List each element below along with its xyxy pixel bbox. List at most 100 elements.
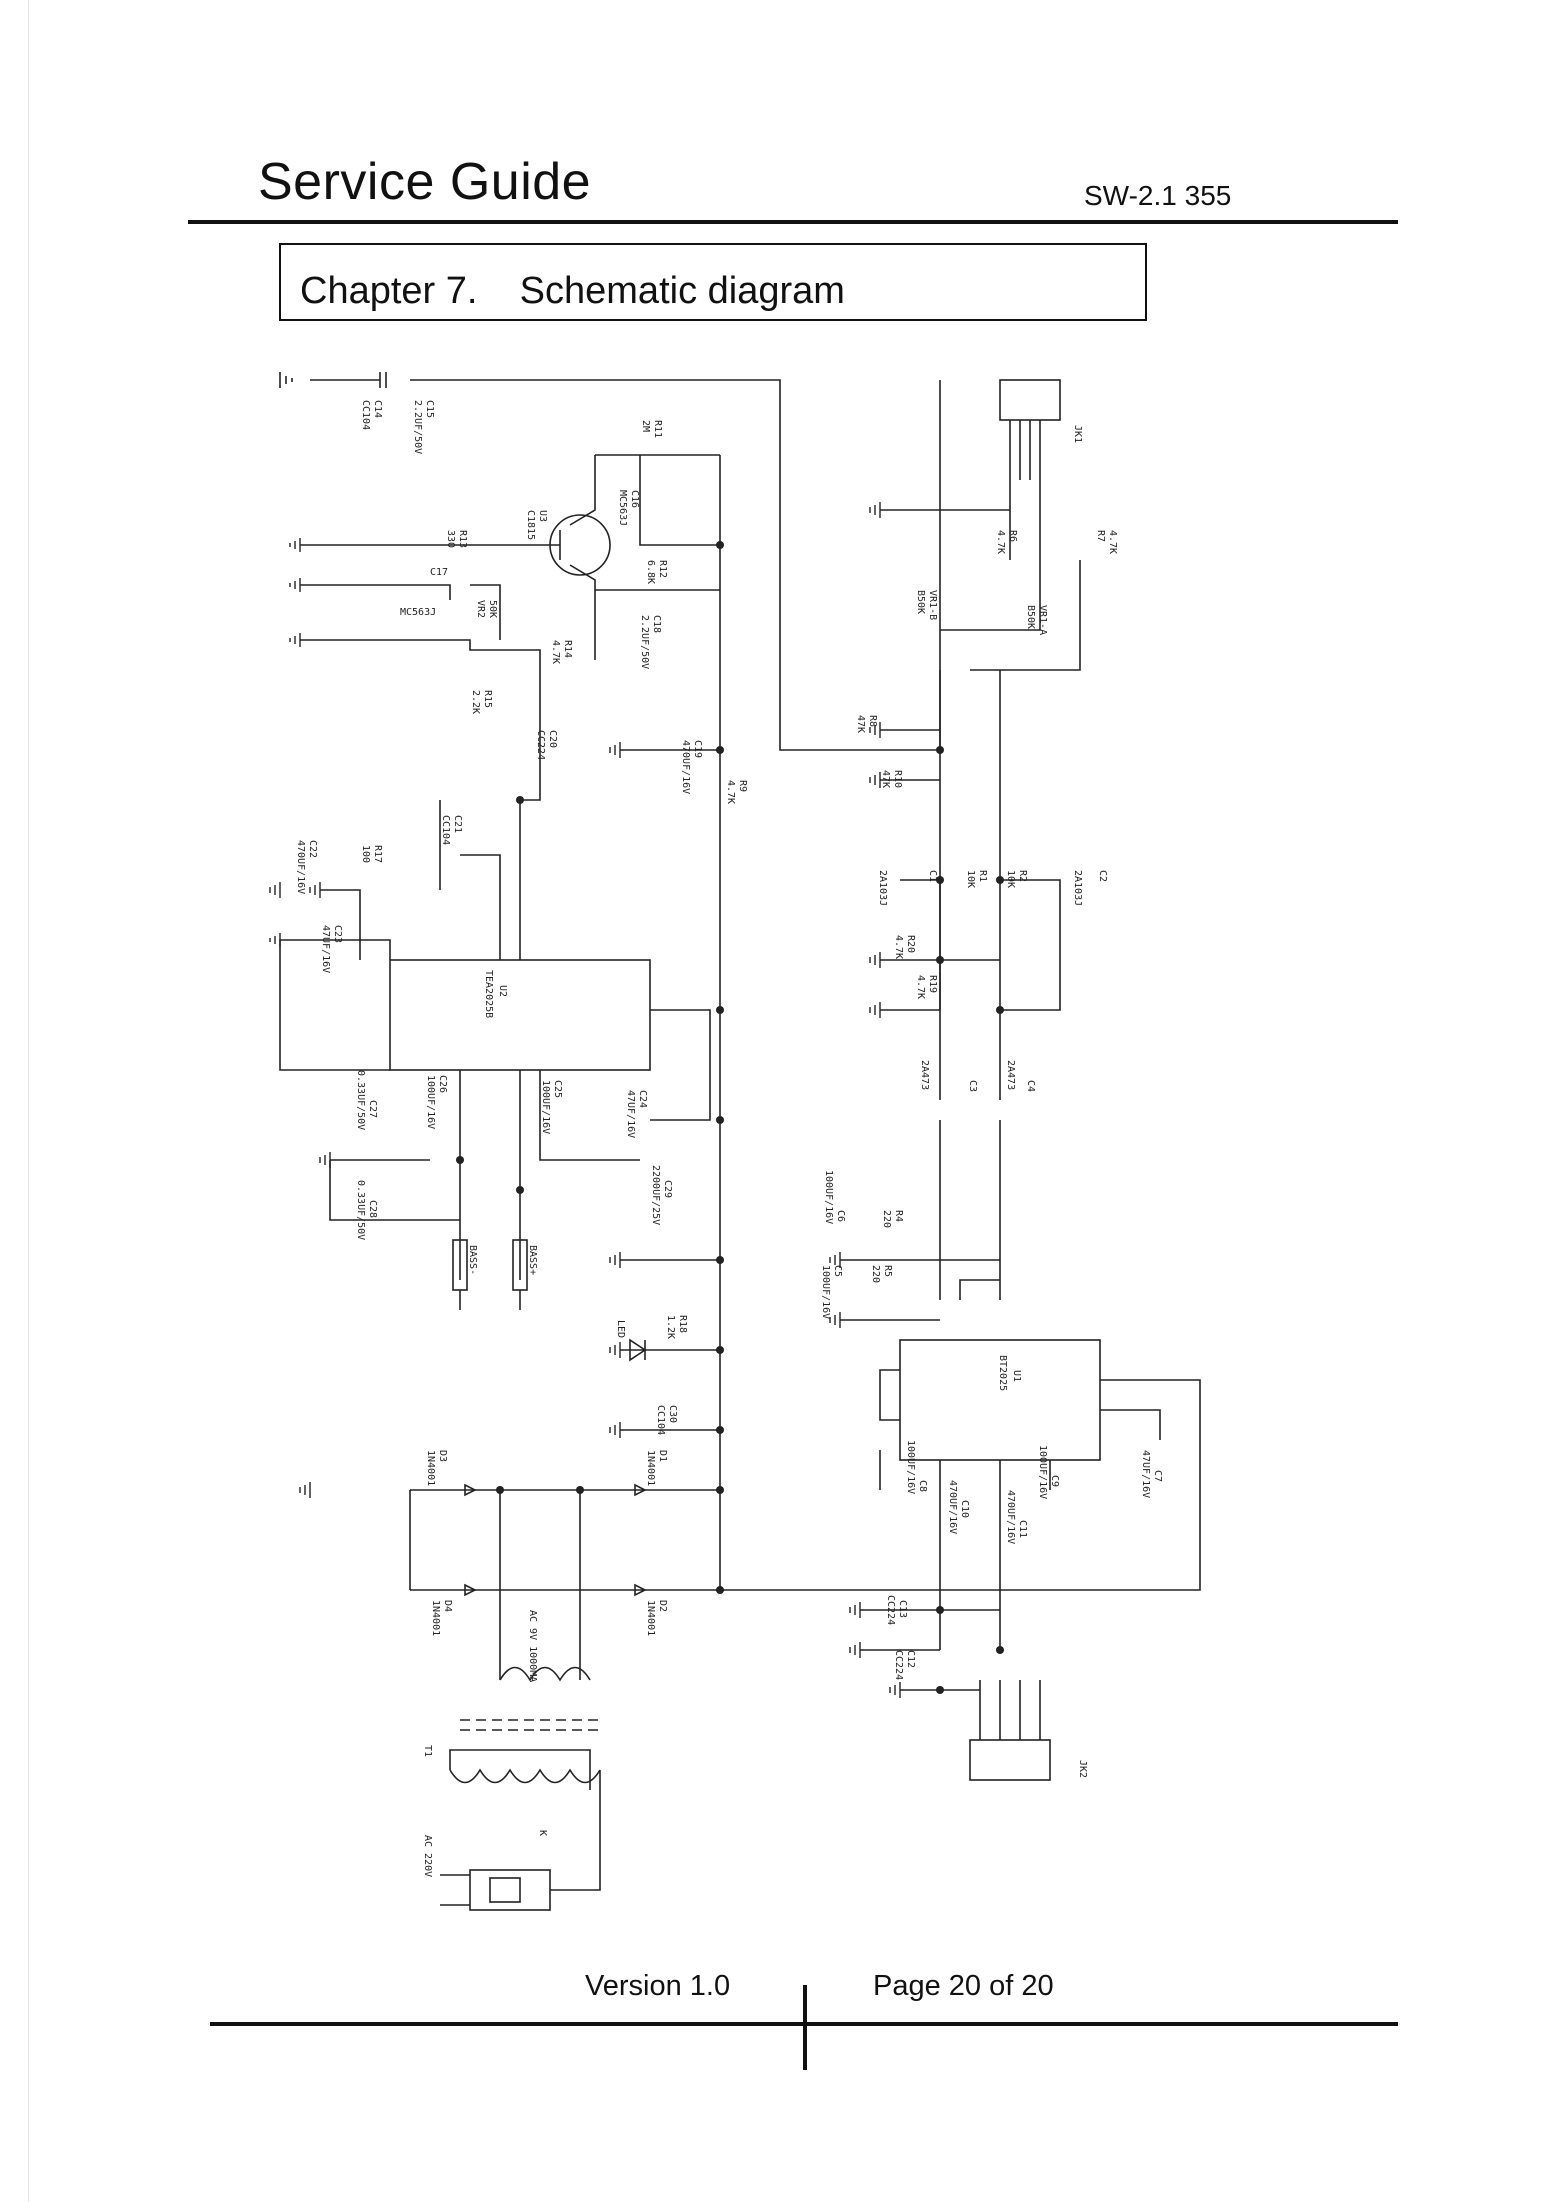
svg-text:TEA2025B: TEA2025B	[483, 970, 494, 1018]
svg-text:2A473: 2A473	[1005, 1060, 1016, 1090]
svg-text:100UF/16V: 100UF/16V	[823, 1170, 834, 1224]
svg-text:T1: T1	[422, 1745, 433, 1757]
document-id: SW-2.1 355	[1084, 180, 1232, 211]
svg-text:C22: C22	[307, 840, 318, 858]
svg-text:C27: C27	[367, 1100, 378, 1118]
svg-text:100UF/16V: 100UF/16V	[1037, 1445, 1048, 1499]
svg-text:C13: C13	[897, 1600, 908, 1618]
svg-text:C18: C18	[651, 615, 662, 633]
svg-text:C20: C20	[547, 730, 558, 748]
svg-text:K: K	[537, 1830, 548, 1836]
svg-text:C19: C19	[692, 740, 703, 758]
svg-text:CC104: CC104	[440, 815, 451, 845]
svg-text:C9: C9	[1049, 1475, 1060, 1487]
svg-text:47K: 47K	[855, 715, 866, 733]
chapter-heading-box	[279, 243, 1147, 321]
svg-text:4.7K: 4.7K	[550, 640, 561, 664]
svg-text:C14: C14	[372, 400, 383, 418]
svg-text:C3: C3	[967, 1080, 978, 1092]
svg-text:50K: 50K	[487, 600, 498, 618]
svg-text:VR2: VR2	[475, 600, 486, 618]
svg-text:C16: C16	[629, 490, 640, 508]
svg-text:R11: R11	[652, 420, 663, 438]
svg-text:100: 100	[360, 845, 371, 863]
svg-text:C1: C1	[927, 870, 938, 882]
svg-text:U1: U1	[1011, 1370, 1022, 1382]
svg-text:R13: R13	[457, 530, 468, 548]
svg-text:C5: C5	[832, 1265, 843, 1277]
svg-text:B50K: B50K	[915, 590, 926, 614]
svg-text:R4: R4	[893, 1210, 904, 1222]
svg-text:U2: U2	[497, 985, 508, 997]
svg-text:R1: R1	[977, 870, 988, 882]
svg-text:D2: D2	[657, 1600, 668, 1612]
svg-text:CC224: CC224	[885, 1595, 896, 1625]
svg-text:6.8K: 6.8K	[645, 560, 656, 584]
schematic-diagram: C14 CC104 C15 2.2UF/50V R11 2M C16 MC563…	[269, 372, 1201, 1911]
svg-text:D3: D3	[437, 1450, 448, 1462]
svg-text:C12: C12	[905, 1650, 916, 1668]
footer-page-number: Page 20 of 20	[873, 1970, 1054, 2002]
svg-text:C15: C15	[424, 400, 435, 418]
svg-text:2.2UF/50V: 2.2UF/50V	[639, 615, 650, 669]
svg-text:D4: D4	[442, 1600, 453, 1612]
svg-text:47UF/16V: 47UF/16V	[625, 1090, 636, 1138]
svg-text:C8: C8	[917, 1480, 928, 1492]
svg-text:0.33UF/50V: 0.33UF/50V	[355, 1180, 366, 1240]
svg-text:0.33UF/50V: 0.33UF/50V	[355, 1070, 366, 1130]
svg-text:C4: C4	[1025, 1080, 1036, 1092]
svg-text:100UF/16V: 100UF/16V	[820, 1265, 831, 1319]
svg-text:1N4001: 1N4001	[430, 1600, 441, 1636]
svg-text:BT2025: BT2025	[997, 1355, 1008, 1391]
svg-text:2M: 2M	[640, 420, 651, 432]
svg-text:C7: C7	[1152, 1470, 1163, 1482]
svg-text:MC563J: MC563J	[400, 607, 436, 618]
svg-text:4.7K: 4.7K	[725, 780, 736, 804]
svg-text:1N4001: 1N4001	[645, 1600, 656, 1636]
svg-text:47UF/16V: 47UF/16V	[320, 925, 331, 973]
svg-text:U3: U3	[537, 510, 548, 522]
header-rule	[188, 220, 1398, 224]
svg-text:VR1-A: VR1-A	[1037, 605, 1048, 635]
svg-text:R18: R18	[677, 1315, 688, 1333]
svg-text:R6: R6	[1007, 530, 1018, 542]
svg-text:BASS-: BASS-	[467, 1245, 478, 1275]
svg-text:470UF/16V: 470UF/16V	[1005, 1490, 1016, 1544]
svg-text:CC224: CC224	[893, 1650, 904, 1680]
svg-text:100UF/16V: 100UF/16V	[540, 1080, 551, 1134]
svg-text:4.7K: 4.7K	[915, 975, 926, 999]
svg-text:C11: C11	[1017, 1520, 1028, 1538]
svg-text:4.7K: 4.7K	[995, 530, 1006, 554]
svg-text:47UF/16V: 47UF/16V	[1140, 1450, 1151, 1498]
svg-text:R8: R8	[867, 715, 878, 727]
svg-text:AC 220V: AC 220V	[422, 1835, 433, 1877]
svg-text:C30: C30	[667, 1405, 678, 1423]
svg-text:1.2K: 1.2K	[665, 1315, 676, 1339]
footer-rule	[210, 2022, 1398, 2026]
svg-text:1N4001: 1N4001	[425, 1450, 436, 1486]
svg-text:C23: C23	[332, 925, 343, 943]
svg-text:C21: C21	[452, 815, 463, 833]
svg-text:220: 220	[870, 1265, 881, 1283]
svg-text:JK1: JK1	[1072, 425, 1083, 443]
svg-text:2.2UF/50V: 2.2UF/50V	[412, 400, 423, 454]
svg-text:10K: 10K	[965, 870, 976, 888]
page-edge	[28, 0, 29, 2202]
svg-text:CC224: CC224	[535, 730, 546, 760]
svg-text:470UF/16V: 470UF/16V	[680, 740, 691, 794]
svg-text:JK2: JK2	[1077, 1760, 1088, 1778]
svg-text:R15: R15	[482, 690, 493, 708]
svg-text:C2: C2	[1097, 870, 1108, 882]
svg-text:C17: C17	[430, 567, 448, 578]
svg-text:R19: R19	[927, 975, 938, 993]
svg-text:R7: R7	[1095, 530, 1106, 542]
svg-text:CC104: CC104	[655, 1405, 666, 1435]
svg-text:1N4001: 1N4001	[645, 1450, 656, 1486]
svg-text:AC 9V 1000MA: AC 9V 1000MA	[527, 1610, 538, 1682]
svg-text:4.7K: 4.7K	[1107, 530, 1118, 554]
svg-text:10K: 10K	[1005, 870, 1016, 888]
svg-text:D1: D1	[657, 1450, 668, 1462]
svg-text:R10: R10	[892, 770, 903, 788]
svg-text:R9: R9	[737, 780, 748, 792]
svg-text:LED: LED	[615, 1320, 626, 1338]
